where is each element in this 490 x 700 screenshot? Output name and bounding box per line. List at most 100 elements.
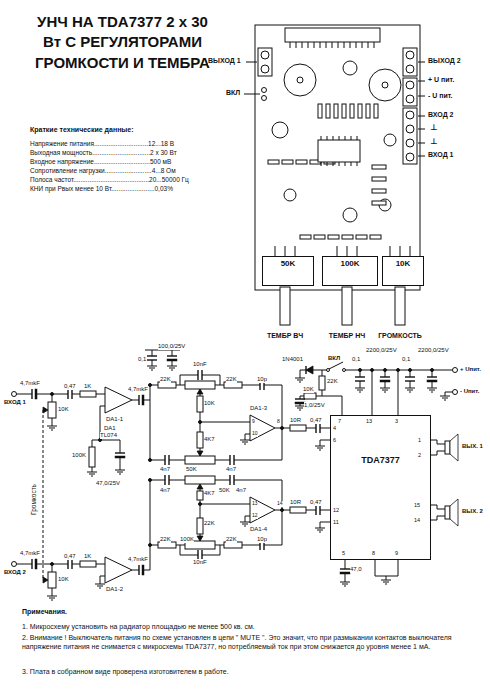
ground-symbol bbox=[431, 392, 433, 393]
ic-pin bbox=[339, 136, 340, 140]
leader-line bbox=[418, 116, 425, 117]
switch-label: ВКЛ bbox=[328, 355, 340, 362]
board-label: + U пит. bbox=[428, 76, 454, 84]
ic-package bbox=[285, 28, 380, 42]
chip-name: TDA7377 bbox=[331, 456, 430, 466]
switch-pad bbox=[262, 88, 267, 93]
ground-symbol bbox=[119, 474, 121, 475]
ground-symbol bbox=[405, 388, 415, 389]
resistor-outline bbox=[268, 160, 279, 164]
ground-symbol bbox=[297, 380, 303, 381]
note-text: 2. Внимание ! Выключатель питания по схе… bbox=[22, 634, 467, 652]
capacitor-symbol bbox=[340, 572, 350, 574]
switch-contact bbox=[343, 369, 346, 372]
ic-pin bbox=[339, 162, 340, 166]
note-text: 1. Микросхему установить на радиатор пло… bbox=[22, 623, 467, 632]
resistor-outline bbox=[296, 160, 307, 164]
ic-pin bbox=[351, 136, 352, 140]
part-value: 22K bbox=[160, 536, 171, 543]
potentiometer-symbol bbox=[48, 572, 56, 588]
ground-symbol bbox=[429, 390, 435, 391]
switch-gap bbox=[327, 367, 345, 373]
ic-pin bbox=[357, 162, 358, 166]
opamp-name: DA1-2 bbox=[106, 586, 123, 593]
pin-number: 14 bbox=[414, 517, 420, 523]
part-value: 10K bbox=[303, 386, 314, 393]
ic-pin bbox=[308, 42, 309, 48]
speaker-symbol bbox=[450, 499, 458, 526]
ground-symbol bbox=[385, 584, 387, 585]
terminal-block bbox=[403, 48, 417, 76]
junction-dot bbox=[431, 369, 434, 372]
ic-pin bbox=[302, 42, 303, 48]
leader-line bbox=[418, 156, 425, 157]
capacitor-symbol bbox=[427, 376, 437, 377]
resistor-symbol bbox=[158, 542, 176, 548]
resistor-outline bbox=[326, 104, 330, 118]
part-value: 100K bbox=[72, 452, 86, 459]
circuit-board bbox=[255, 25, 420, 290]
ground-symbol bbox=[299, 382, 301, 383]
control-label: ТЕМБР НЧ bbox=[329, 332, 365, 340]
junction-dot bbox=[149, 544, 152, 547]
ground-mark: ⊥ bbox=[430, 137, 437, 146]
ground-symbol bbox=[317, 448, 323, 449]
pot-leg bbox=[347, 246, 348, 256]
terminal-screw bbox=[406, 51, 414, 59]
pin-number: 8 bbox=[277, 419, 280, 425]
capacitor-symbol bbox=[167, 355, 177, 356]
part-value: 1K bbox=[84, 383, 91, 390]
resistor-symbol bbox=[197, 518, 203, 534]
ground-symbol bbox=[49, 598, 55, 599]
wire bbox=[375, 560, 398, 576]
junction-dot bbox=[281, 427, 284, 430]
pin-number: 7 bbox=[338, 418, 341, 424]
supply-label: + Uпит. bbox=[460, 366, 481, 373]
pot-value: 100K bbox=[323, 260, 377, 269]
capacitor-symbol bbox=[229, 475, 230, 485]
input-terminal bbox=[12, 562, 17, 567]
resistor-outline bbox=[328, 235, 339, 239]
capacitor-outline bbox=[343, 208, 357, 222]
pot-leg bbox=[295, 246, 296, 256]
supply-terminal bbox=[453, 390, 458, 395]
leader-line bbox=[244, 94, 260, 95]
pin-number: 3 bbox=[395, 418, 398, 424]
ic-pin bbox=[344, 42, 345, 48]
ground-symbol bbox=[382, 390, 388, 391]
wire bbox=[150, 385, 151, 460]
ground-symbol bbox=[244, 444, 246, 445]
junction-dot bbox=[199, 503, 202, 506]
ground-symbol bbox=[49, 428, 55, 429]
terminal-block bbox=[403, 108, 417, 164]
potentiometer-box: 10K bbox=[382, 256, 424, 286]
part-name: DA1 bbox=[104, 425, 116, 432]
speaker-symbol bbox=[450, 434, 458, 461]
part-value: 4K7 bbox=[204, 490, 215, 497]
spec-line: Сопротивление нагрузки..................… bbox=[30, 167, 176, 174]
board-label: ВКЛ bbox=[226, 89, 240, 97]
resistor-symbol bbox=[224, 382, 242, 388]
ground-symbol bbox=[315, 446, 325, 447]
signal-name: ВХОД 2 bbox=[4, 569, 26, 576]
pin-number: 1 bbox=[418, 437, 421, 443]
pin-number: 4 bbox=[333, 425, 336, 431]
junction-dot bbox=[359, 369, 362, 372]
notes-heading: Примечания. bbox=[22, 608, 67, 616]
board-label: ВХОД 2 bbox=[428, 111, 453, 119]
wire bbox=[300, 370, 301, 378]
wiper-arrow bbox=[197, 536, 203, 541]
wiper-arrow bbox=[43, 577, 48, 583]
pin-number: 12 bbox=[252, 513, 258, 519]
ground-symbol bbox=[299, 410, 301, 411]
dual-pot-link bbox=[43, 410, 44, 580]
junction-dot bbox=[397, 369, 400, 372]
ground-symbol bbox=[242, 442, 248, 443]
spec-line: Напряжение питания......................… bbox=[30, 140, 174, 147]
resistor-symbol bbox=[80, 561, 96, 567]
part-value: 0,1 bbox=[402, 356, 410, 363]
wire bbox=[372, 370, 373, 415]
capacitor-outline bbox=[369, 69, 401, 101]
